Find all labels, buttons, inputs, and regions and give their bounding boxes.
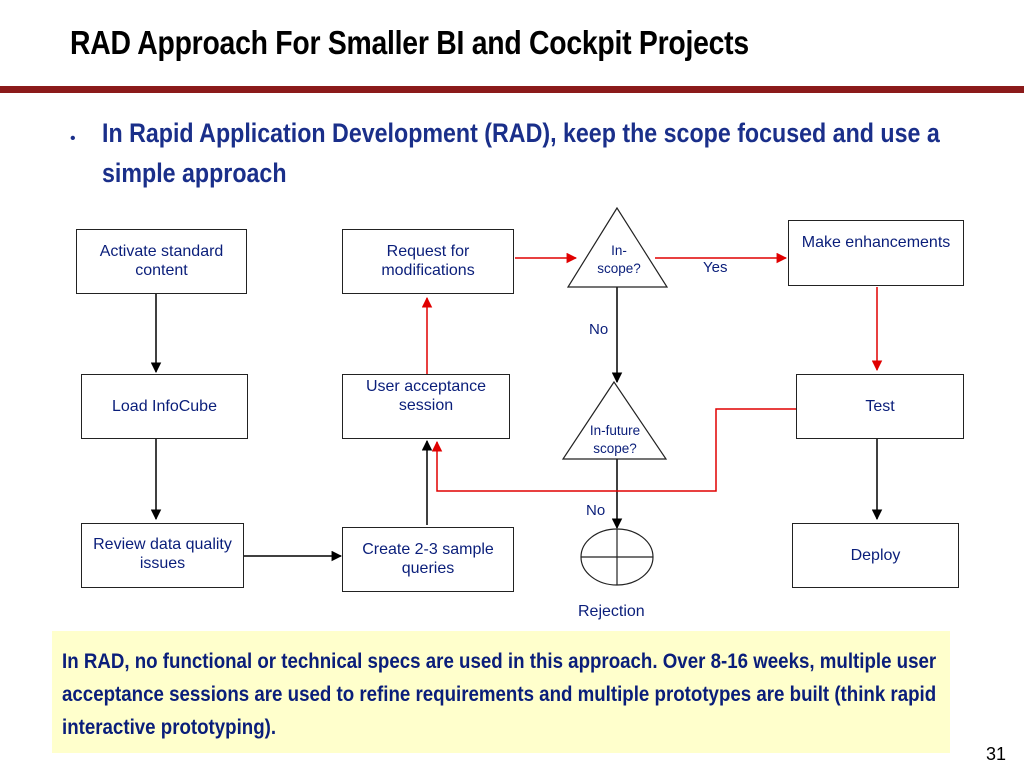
load-infocube-box: Load InfoCube [81, 374, 248, 439]
title-divider [0, 86, 1024, 93]
arrow-test-to-uat [431, 408, 796, 492]
in-scope-decision-shape [566, 206, 669, 288]
page-title: RAD Approach For Smaller BI and Cockpit … [70, 24, 749, 61]
no-label-2: No [586, 502, 606, 519]
request-modifications-box: Request for modifications [342, 229, 514, 294]
bullet-text: In Rapid Application Development (RAD), … [102, 118, 940, 188]
bullet-icon: • [70, 130, 76, 147]
make-enhancements-box: Make enhancements [788, 220, 964, 286]
test-box: Test [796, 374, 964, 439]
no-label-1: No [589, 321, 609, 338]
deploy-box: Deploy [792, 523, 959, 588]
review-data-quality-box: Review data quality issues [81, 523, 244, 588]
page-number: 31 [986, 744, 1007, 764]
in-future-scope-decision-shape [561, 380, 668, 460]
rejection-label: Rejection [578, 603, 645, 620]
summary-note: In RAD, no functional or technical specs… [52, 631, 950, 753]
in-future-scope-label: In-future scope? [589, 423, 641, 456]
yes-label: Yes [703, 259, 728, 276]
create-sample-queries-box: Create 2-3 sample queries [342, 527, 514, 592]
in-scope-label: In-scope? [597, 243, 641, 276]
user-acceptance-session-box: User acceptance session [342, 374, 510, 439]
summary-note-text: In RAD, no functional or technical specs… [62, 649, 937, 739]
activate-standard-content-box: Activate standard content [76, 229, 247, 294]
